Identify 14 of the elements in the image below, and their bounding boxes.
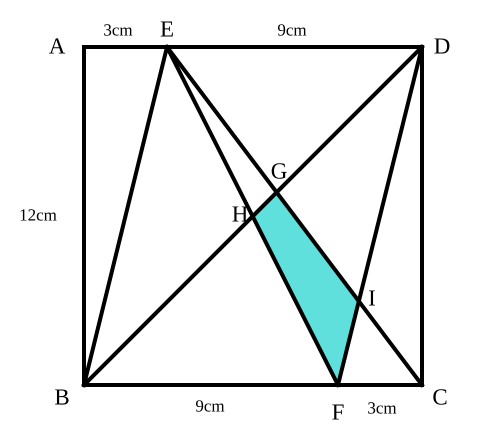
point-label: G	[270, 160, 288, 182]
length-label: 9cm	[195, 398, 225, 414]
length-label: 9cm	[277, 22, 307, 38]
point-label: I	[368, 286, 376, 310]
point-label: E	[160, 18, 174, 40]
point-label: H	[232, 202, 248, 226]
point-label: F	[332, 400, 344, 424]
length-label: 3cm	[103, 22, 133, 38]
point-label: D	[434, 34, 450, 58]
point-label: C	[432, 386, 448, 408]
length-label: 3cm	[367, 400, 397, 416]
point-label: A	[48, 34, 66, 58]
length-label: 12cm	[19, 206, 57, 224]
point-label: B	[54, 386, 70, 408]
